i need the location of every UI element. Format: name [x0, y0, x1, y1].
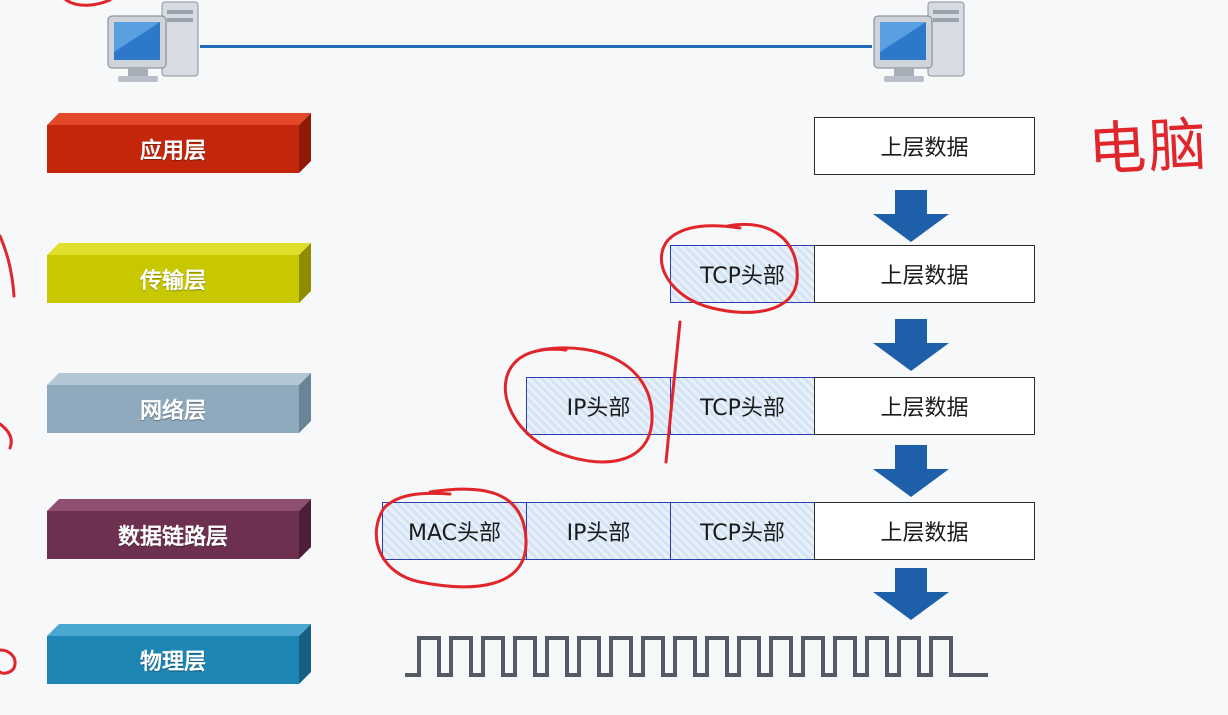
layer-application: 应用层: [47, 113, 311, 173]
ip-header-box: IP头部: [526, 377, 671, 435]
sender-computer-icon: [104, 0, 204, 92]
layer-label: 数据链路层: [47, 511, 299, 559]
tcp-header-box: TCP头部: [670, 502, 815, 560]
mac-header-box: MAC头部: [382, 502, 527, 560]
tcp-header-box: TCP头部: [670, 377, 815, 435]
down-arrow-icon: [873, 445, 949, 497]
receiver-computer-icon: [870, 0, 970, 92]
network-cable: [200, 45, 872, 48]
tcp-header-box: TCP头部: [670, 245, 815, 303]
layer-label: 传输层: [47, 255, 299, 303]
down-arrow-icon: [873, 190, 949, 242]
layer-physical: 物理层: [47, 624, 311, 684]
down-arrow-icon: [873, 568, 949, 620]
upper-data-box: 上层数据: [814, 117, 1035, 175]
layer-transport: 传输层: [47, 243, 311, 303]
ip-header-box: IP头部: [526, 502, 671, 560]
upper-data-box: 上层数据: [814, 245, 1035, 303]
layer-label: 网络层: [47, 385, 299, 433]
layer-label: 物理层: [47, 636, 299, 684]
layer-network: 网络层: [47, 373, 311, 433]
handwritten-note-computer: 电脑: [1086, 97, 1210, 187]
layer-label: 应用层: [47, 125, 299, 173]
layer-data-link: 数据链路层: [47, 499, 311, 559]
upper-data-box: 上层数据: [814, 377, 1035, 435]
down-arrow-icon: [873, 319, 949, 371]
upper-data-box: 上层数据: [814, 502, 1035, 560]
